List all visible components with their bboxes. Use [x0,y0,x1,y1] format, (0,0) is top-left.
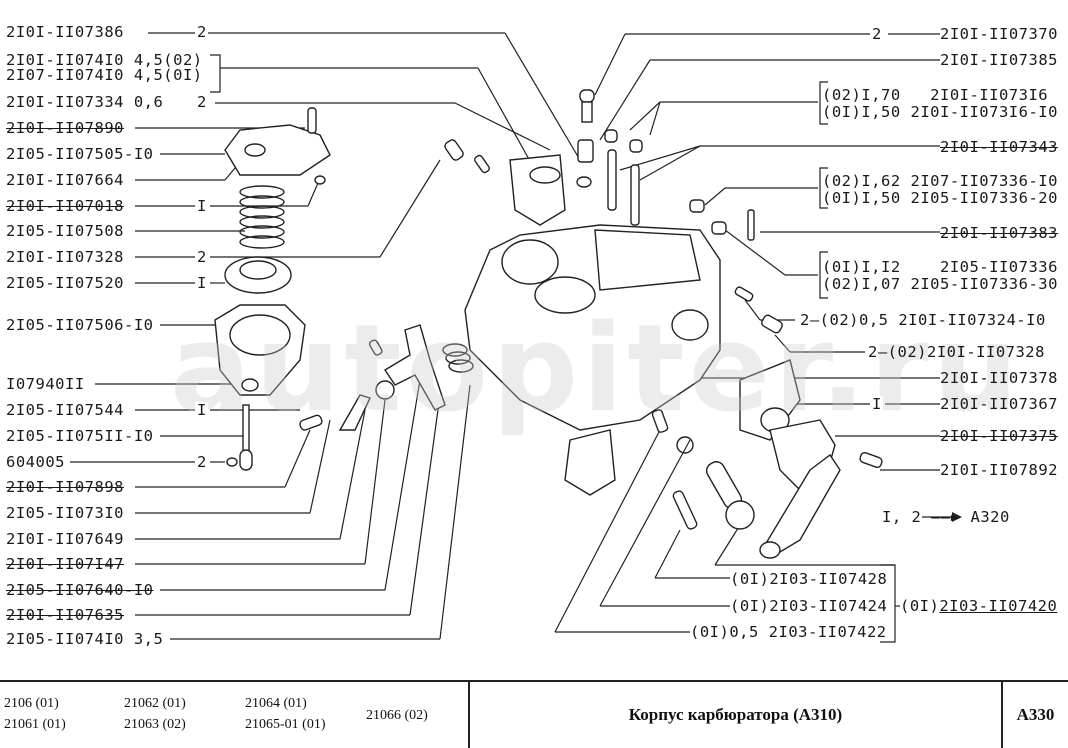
part-label: (0I)0,5 2I03-II07422 [690,623,887,641]
exploded-parts-diagram: autopiter.ru 2I0I-II07386 2 2I0I-II074I0… [6,23,1058,648]
part-label-discontinued: 2I0I-II07898 [6,478,124,496]
reference-note: I, 2 ——► A320 [882,508,1010,526]
part-label: 2I05-II07505-I0 [6,145,154,163]
part-label: 2I05-II07520 [6,274,124,292]
part-label: 2I0I-II07378 [940,369,1058,387]
model-applicability: 21061 (01) [4,717,66,732]
part-label: 2I05-II073I0 [6,504,124,522]
part-label-discontinued: 2I0I-II07635 [6,606,124,624]
part-label: 2I05-II074I0 3,5 [6,630,164,648]
part-quantity: 2 [195,93,209,111]
part-label: (0I)I,50 2I0I-II073I6-I0 [822,103,1058,121]
part-quantity: I [195,274,209,292]
part-label: 604005 [6,453,65,471]
part-label: (02)I,62 2I07-II07336-I0 [822,172,1058,190]
part-label: (02)I,70 2I0I-II073I6 [822,86,1049,104]
assembly-label: (0I)2I03-II07420 [900,598,1057,615]
page-code: А330 [1016,705,1055,724]
part-label: 2I0I-II07334 0,6 [6,93,164,111]
part-quantity: 2 [195,23,209,41]
title-block: 2106 (01) 21061 (01) 21062 (01) 21063 (0… [0,680,1068,748]
part-quantity: I [870,395,884,413]
part-label: (0I)2I03-II07428 [730,570,888,588]
model-applicability: 2106 (01) [4,696,59,711]
part-label: 2I0I-II07370 [940,25,1058,43]
part-quantity: I [195,401,209,419]
part-label: 2I05-II07508 [6,222,124,240]
part-label-discontinued: 2I0I-II07383 [940,224,1058,242]
part-label: 2I0I-II07649 [6,530,124,548]
part-label: 2I0I-II074I0 4,5(02) [6,51,203,69]
part-label: 2I05-II075II-I0 [6,427,154,445]
page-title: Корпус карбюратора (А310) [628,705,843,724]
part-quantity: 2 [195,248,209,266]
model-applicability: 21063 (02) [124,717,186,732]
part-label: 2I0I-II07385 [940,51,1058,69]
part-label: 2I07-II074I0 4,5(0I) [6,66,203,84]
part-label: (0I)I,50 2I05-II07336-20 [822,189,1058,207]
carburetor-drawing [70,32,962,643]
part-label: (0I)I,I2 2I05-II07336 [822,258,1058,276]
part-label: 2I0I-II07386 [6,23,124,41]
part-label: (0I)2I03-II07424 [730,597,888,615]
part-label: 2I0I-II07664 [6,171,124,189]
part-label: 2—(02)2I0I-II07328 [868,343,1045,361]
part-label: 2I0I-II07367 [940,395,1058,413]
part-quantity: 2 [195,453,209,471]
part-label-discontinued: 2I05-II07640-I0 [6,581,154,599]
part-label: 2—(02)0,5 2I0I-II07324-I0 [800,311,1046,329]
part-label-discontinued: 2I0I-II07I47 [6,555,124,573]
part-quantity: 2 [870,25,884,43]
divider [1001,682,1003,748]
part-label-discontinued: 2I0I-II07890 [6,119,124,137]
divider [468,682,470,748]
assembly-prefix: (0I) [900,597,940,615]
assembly-code: 2I03-II07420 [939,597,1058,615]
part-label: (02)I,07 2I05-II07336-30 [822,275,1058,293]
part-label: 2I0I-II07892 [940,461,1058,479]
model-applicability: 21065-01 (01) [245,717,326,732]
model-applicability: 21064 (01) [245,696,307,711]
model-applicability: 21062 (01) [124,696,186,711]
part-label: 2I0I-II07328 [6,248,124,266]
part-label: I07940II [6,375,85,393]
part-label-discontinued: 2I0I-II07343 [940,138,1058,156]
part-label: 2I05-II07544 [6,401,124,419]
model-applicability: 21066 (02) [366,708,428,723]
part-label-discontinued: 2I0I-II07375 [940,427,1058,445]
part-label: 2I05-II07506-I0 [6,316,154,334]
part-label-discontinued: 2I0I-II07018 [6,197,124,215]
part-quantity: I [195,197,209,215]
